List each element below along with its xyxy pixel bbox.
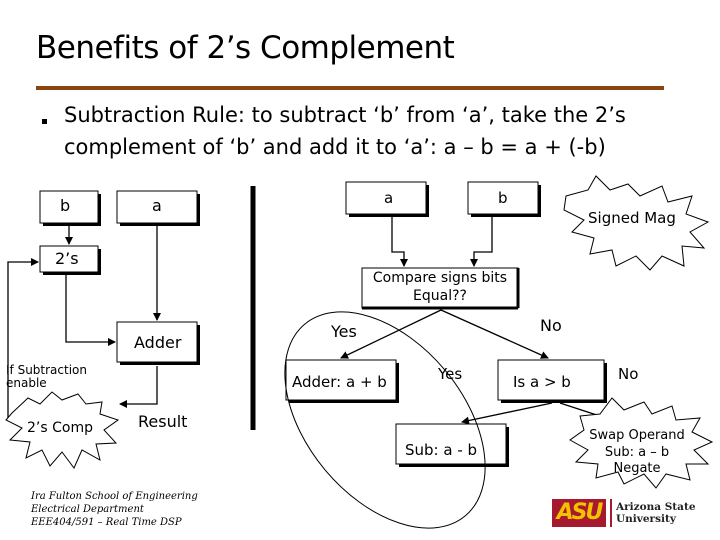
footer-line-2: Electrical Department bbox=[31, 504, 144, 515]
compare-signs-label: Compare signs bits Equal?? bbox=[372, 270, 508, 304]
arrow-yes-to-adder bbox=[340, 309, 442, 359]
box-twos-label: 2’s bbox=[55, 249, 79, 268]
box-a-right bbox=[345, 181, 429, 217]
footer-line-3: EEE404/591 – Real Time DSP bbox=[31, 517, 182, 528]
asu-logo-line-2: University bbox=[616, 513, 676, 525]
no2-label: No bbox=[618, 365, 639, 383]
box-a-left bbox=[116, 190, 200, 226]
arrow-comp-to-twos bbox=[7, 258, 39, 421]
box-a-left-label: a bbox=[152, 196, 162, 215]
swap-operand-label: Swap Operand Sub: a – b Negate bbox=[589, 428, 685, 476]
footer-line-1: Ira Fulton School of Engineering bbox=[31, 491, 198, 502]
box-a-right-label: a bbox=[384, 189, 394, 207]
box-adder-right-label: Adder: a + b bbox=[292, 373, 387, 391]
arrow-no-to-compare bbox=[440, 309, 549, 359]
box-is-a-gt-b bbox=[497, 359, 607, 403]
box-twos bbox=[39, 245, 101, 275]
box-b-left-label: b bbox=[60, 196, 71, 215]
subtraction-rule-text: Subtraction Rule: to subtract ‘b’ from ‘… bbox=[64, 103, 626, 159]
box-sub bbox=[395, 423, 509, 467]
twos-comp-label: 2’s Comp bbox=[27, 420, 93, 436]
box-adder-right bbox=[285, 359, 399, 403]
asu-logo-mark: ASU bbox=[552, 499, 606, 527]
yes2-label: Yes bbox=[438, 365, 463, 383]
box-sub-label: Sub: a - b bbox=[405, 441, 478, 459]
asu-logo-divider bbox=[610, 499, 612, 527]
arrow-yes-to-sub bbox=[461, 402, 553, 425]
arrow-a-to-compare bbox=[391, 217, 408, 267]
box-compare-signs bbox=[361, 267, 520, 310]
slide-title: Benefits of 2’s Complement bbox=[36, 30, 455, 66]
starburst-twos-comp bbox=[5, 391, 120, 469]
bullet-marker bbox=[42, 119, 47, 124]
box-b-left bbox=[39, 190, 101, 226]
box-b-right-label: b bbox=[498, 189, 508, 207]
if-subtraction-label: If Subtraction enable bbox=[6, 363, 87, 390]
starburst-swap-operand bbox=[569, 397, 714, 489]
footer-credits: Ira Fulton School of Engineering Electri… bbox=[31, 490, 198, 529]
asu-logo-line-1: Arizona State bbox=[616, 501, 696, 513]
box-adder-left-label: Adder bbox=[134, 333, 182, 352]
result-label: Result bbox=[138, 412, 188, 431]
arrow-twos-to-adder bbox=[65, 275, 116, 346]
title-underline bbox=[36, 86, 664, 90]
asu-logo-text: Arizona State University bbox=[616, 501, 696, 525]
highlight-ellipse bbox=[284, 311, 486, 529]
yes-label: Yes bbox=[331, 322, 357, 341]
box-b-right bbox=[467, 181, 541, 217]
box-is-a-gt-b-label: Is a > b bbox=[513, 373, 571, 391]
no-label: No bbox=[540, 316, 562, 335]
arrow-b-to-compare bbox=[470, 217, 493, 267]
starburst-signed-mag bbox=[563, 175, 710, 271]
signed-mag-label: Signed Mag bbox=[588, 209, 676, 227]
arrow-adder-to-result bbox=[119, 366, 158, 408]
box-adder-left bbox=[116, 321, 200, 365]
